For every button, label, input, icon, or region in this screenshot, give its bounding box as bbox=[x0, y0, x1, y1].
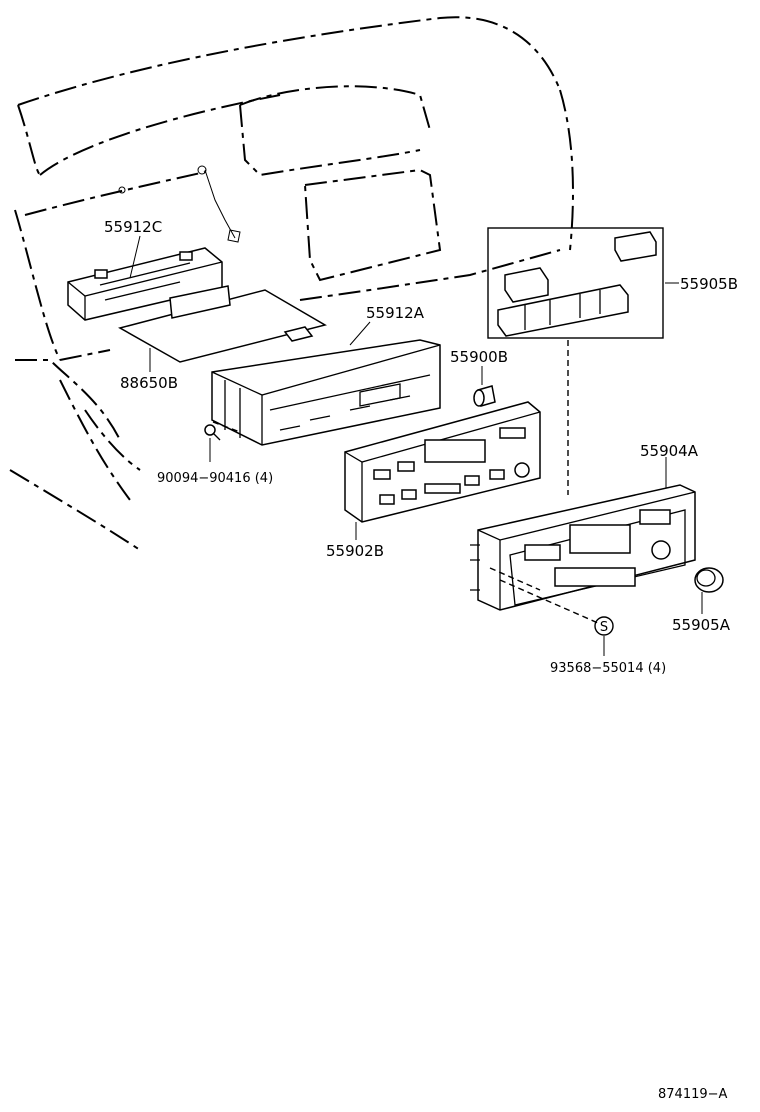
wire-harness bbox=[118, 165, 241, 243]
part-55912a-housing[interactable] bbox=[211, 339, 441, 446]
label-55900b: 55900B bbox=[450, 348, 508, 366]
label-55905b: 55905B bbox=[680, 275, 738, 293]
part-55905b-switch-box[interactable] bbox=[487, 227, 664, 339]
part-55900b-knob[interactable] bbox=[473, 385, 496, 407]
label-55905a: 55905A bbox=[672, 616, 731, 634]
part-55912c-bezel[interactable] bbox=[67, 247, 223, 321]
label-55904a: 55904A bbox=[640, 442, 699, 460]
part-90094-screw[interactable] bbox=[204, 424, 221, 441]
part-55905a-knob[interactable] bbox=[694, 567, 724, 593]
s-symbol-marker: S bbox=[594, 616, 614, 636]
leader-lines bbox=[129, 235, 703, 656]
label-93568-55014: 93568−55014 (4) bbox=[550, 661, 666, 676]
label-90094-90416: 90094−90416 (4) bbox=[157, 471, 273, 486]
dashboard-outline bbox=[9, 16, 574, 551]
part-55904a-control-unit[interactable] bbox=[470, 484, 696, 611]
part-88650b-board[interactable] bbox=[118, 285, 327, 363]
figure-id: 874119−A bbox=[658, 1087, 728, 1102]
label-55912a: 55912A bbox=[366, 304, 425, 322]
label-55902b: 55902B bbox=[326, 542, 384, 560]
label-88650b: 88650B bbox=[120, 374, 178, 392]
part-55902b-panel[interactable] bbox=[344, 401, 541, 523]
label-55912c: 55912C bbox=[104, 218, 162, 236]
s-symbol-text: S bbox=[600, 620, 608, 635]
